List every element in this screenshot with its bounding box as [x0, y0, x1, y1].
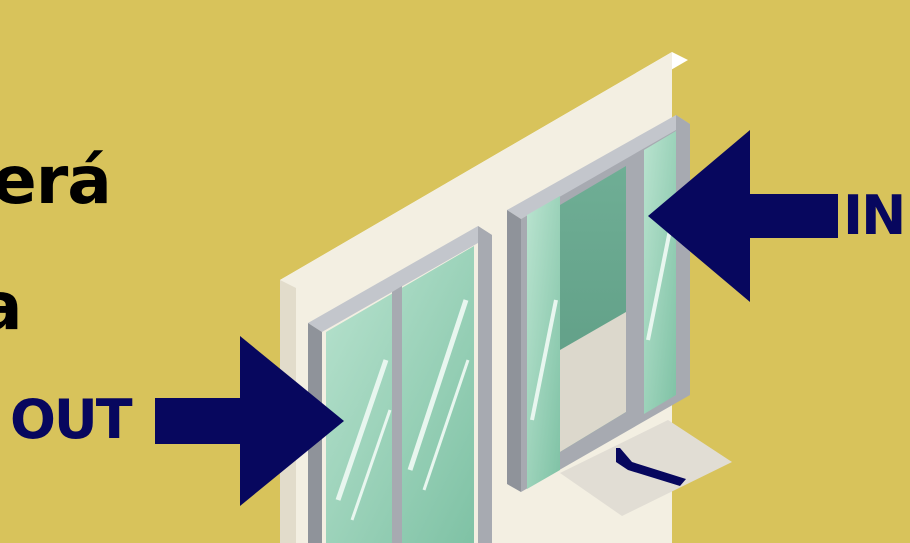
left-frame-right	[478, 226, 492, 543]
right-glass-left	[527, 196, 560, 489]
right-frame-right	[676, 115, 690, 403]
right-frame-left	[507, 210, 521, 492]
out-label: OUT	[10, 388, 131, 451]
in-label: IN	[843, 184, 904, 247]
left-frame-middle	[392, 286, 402, 543]
